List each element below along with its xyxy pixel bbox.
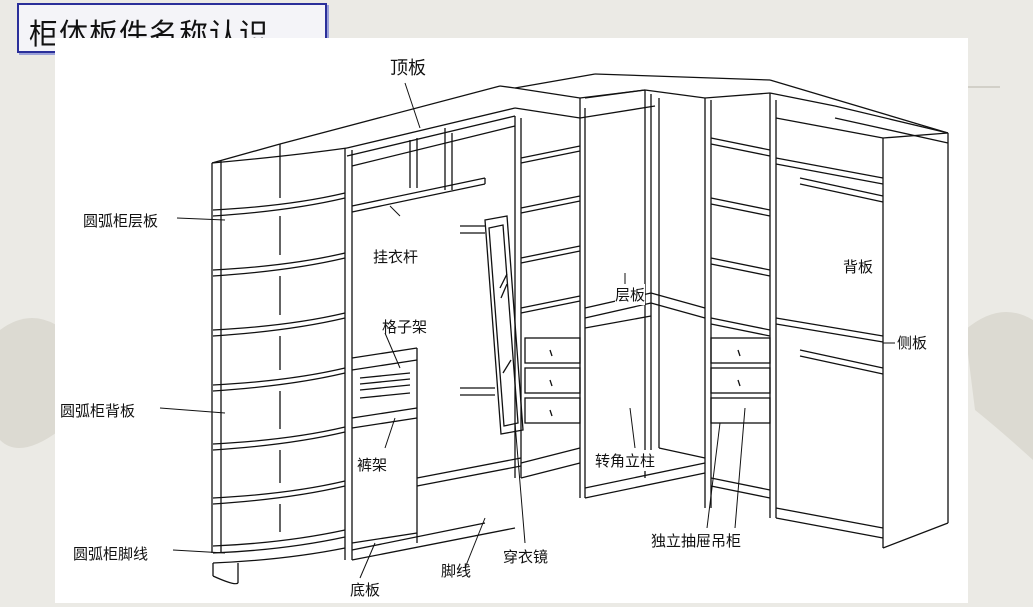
label-side-panel: 侧板	[897, 332, 928, 353]
top-panel	[279, 73, 949, 549]
hanging-section-right	[775, 117, 884, 539]
label-shelf: 层板	[615, 284, 646, 305]
label-hanging-rod: 挂衣杆	[373, 248, 419, 266]
drawer-unit	[704, 93, 777, 518]
middle-section	[416, 108, 586, 498]
label-dressing-mirror: 穿衣镜	[503, 548, 549, 566]
label-arc-back-panel: 圆弧柜背板	[60, 402, 136, 420]
label-kick-line: 脚线	[441, 562, 472, 580]
wardrobe-drawing	[159, 73, 949, 585]
arc-cabinet	[211, 143, 353, 585]
hanging-section-left	[351, 128, 516, 561]
wardrobe-diagram: 顶板 圆弧柜层板 挂衣杆 格子架 圆弧柜背板 裤架 圆弧柜脚线 底板 脚线 穿衣…	[55, 38, 968, 603]
label-trouser-rack: 裤架	[357, 456, 388, 474]
label-corner-post: 转角立柱	[595, 450, 656, 471]
label-bottom-panel: 底板	[350, 581, 381, 599]
label-hanging-drawer: 独立抽屉吊柜	[651, 532, 742, 550]
dressing-mirror	[460, 215, 524, 435]
label-arc-shelf: 圆弧柜层板	[83, 212, 159, 230]
label-top-panel: 顶板	[390, 58, 426, 79]
label-grid-rack: 格子架	[382, 318, 428, 336]
label-arc-kick-line: 圆弧柜脚线	[73, 545, 149, 563]
label-back-panel: 背板	[843, 256, 874, 277]
